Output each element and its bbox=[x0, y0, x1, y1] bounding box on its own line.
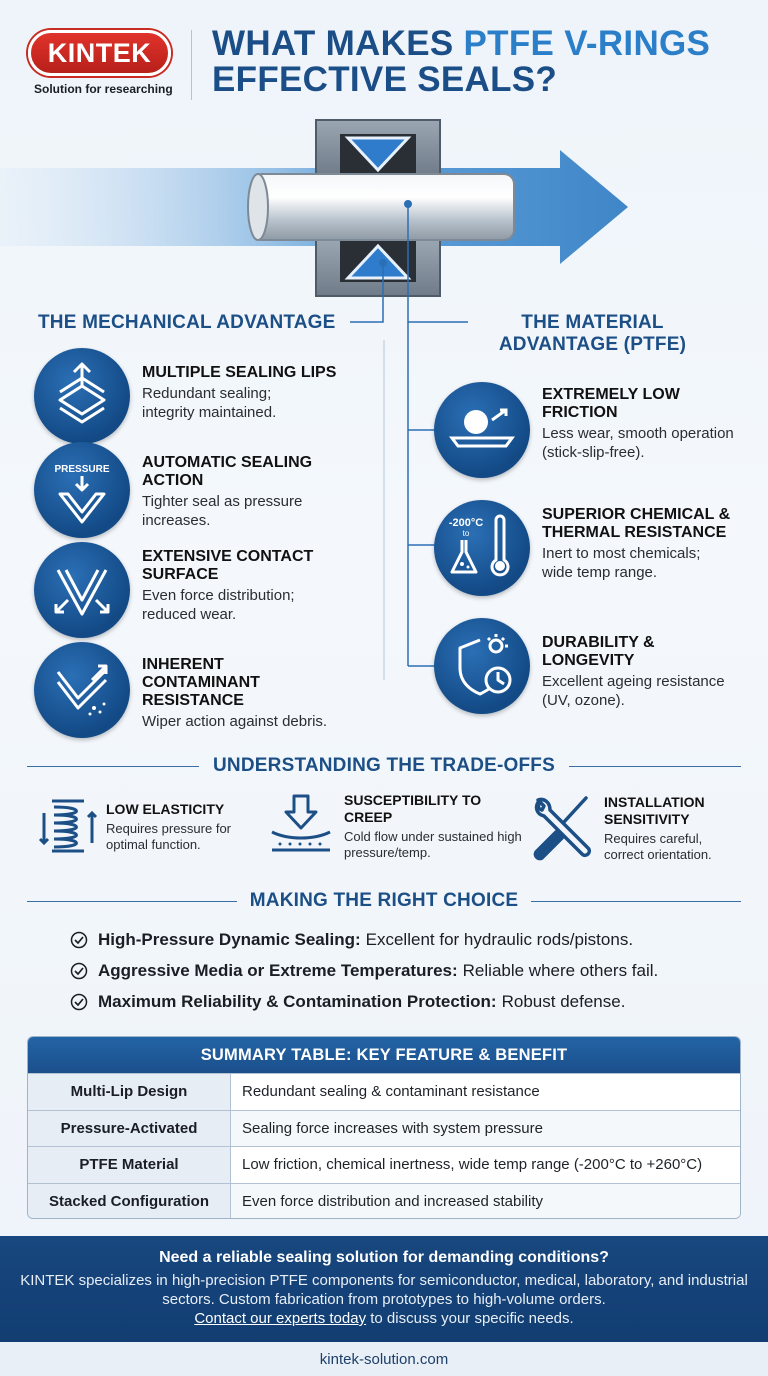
header-divider bbox=[191, 30, 192, 100]
feature-title: DURABILITY & LONGEVITY bbox=[542, 634, 655, 669]
kintek-logo: KINTEK bbox=[28, 30, 171, 76]
table-feature: Stacked Configuration bbox=[28, 1183, 231, 1218]
choice-item: Maximum Reliability & Contamination Prot… bbox=[70, 992, 625, 1012]
choice-text: Excellent for hydraulic rods/pistons. bbox=[365, 930, 634, 949]
table-benefit: Redundant sealing & contaminant resistan… bbox=[242, 1083, 540, 1101]
chemical-thermal-icon: -200°C to bbox=[434, 500, 530, 596]
stacked-lips-icon bbox=[34, 348, 130, 444]
v-ring-top bbox=[344, 136, 412, 173]
choice-text: Robust defense. bbox=[501, 992, 626, 1011]
mechanical-heading: THE MECHANICAL ADVANTAGE bbox=[38, 312, 336, 333]
table-row: Pressure-Activated Sealing force increas… bbox=[28, 1109, 740, 1146]
title-part1: WHAT MAKES bbox=[212, 24, 464, 63]
tools-icon bbox=[533, 796, 592, 861]
summary-table-heading: SUMMARY TABLE: KEY FEATURE & BENEFIT bbox=[28, 1037, 740, 1073]
contact-experts-link[interactable]: Contact our experts today bbox=[194, 1310, 367, 1327]
feature-title: EXTENSIVE CONTACT SURFACE bbox=[142, 548, 314, 583]
tradeoff-title: SUSCEPTIBILITY TO CREEP bbox=[344, 792, 482, 825]
tradeoff-creep: SUSCEPTIBILITY TO CREEP Cold flow under … bbox=[268, 790, 528, 861]
temp-label: -200°C bbox=[449, 517, 483, 529]
table-row: PTFE Material Low friction, chemical ine… bbox=[28, 1146, 740, 1183]
feature-desc: Inert to most chemicals; wide temp range… bbox=[542, 545, 701, 581]
wiper-icon bbox=[34, 642, 130, 738]
connector-lines bbox=[350, 310, 468, 680]
footer-after-link: to discuss your specific needs. bbox=[366, 1310, 574, 1327]
divider-left bbox=[27, 766, 199, 767]
tradeoff-installation: INSTALLATION SENSITIVITY Requires carefu… bbox=[526, 790, 756, 864]
spring-icon bbox=[38, 799, 98, 853]
table-row: Stacked Configuration Even force distrib… bbox=[28, 1182, 740, 1218]
choice-item: Aggressive Media or Extreme Temperatures… bbox=[70, 961, 658, 981]
pressure-label: PRESSURE bbox=[54, 464, 109, 475]
pressure-icon: PRESSURE bbox=[34, 442, 130, 538]
feature-title: INHERENT CONTAMINANT RESISTANCE bbox=[142, 656, 260, 709]
table-feature: Pressure-Activated bbox=[28, 1110, 231, 1146]
feature-desc: Even force distribution; reduced wear. bbox=[142, 587, 295, 623]
tradeoff-low-elasticity: LOW ELASTICITY Requires pressure for opt… bbox=[38, 793, 268, 859]
divider-right bbox=[531, 901, 741, 902]
check-circle-icon bbox=[70, 931, 88, 949]
tradeoff-desc: Requires pressure for optimal function. bbox=[106, 821, 231, 852]
divider-right bbox=[569, 766, 741, 767]
v-ring-bottom bbox=[344, 243, 412, 280]
temp-to-label: to bbox=[463, 529, 470, 538]
logo-tagline: Solution for researching bbox=[34, 82, 173, 96]
feature-automatic-sealing: PRESSURE AUTOMATIC SEALING ACTION Tighte… bbox=[34, 442, 374, 538]
page-title: WHAT MAKES PTFE V-RINGS EFFECTIVE SEALS? bbox=[212, 26, 752, 98]
tradeoffs-heading: UNDERSTANDING THE TRADE-OFFS bbox=[213, 755, 555, 776]
feature-title: AUTOMATIC SEALING ACTION bbox=[142, 454, 313, 489]
feature-durability: DURABILITY & LONGEVITY Excellent ageing … bbox=[434, 618, 764, 714]
title-accent: PTFE V-RINGS bbox=[463, 24, 711, 63]
feature-title: SUPERIOR CHEMICAL & THERMAL RESISTANCE bbox=[542, 506, 731, 541]
feature-desc: Wiper action against debris. bbox=[142, 713, 328, 730]
table-feature: PTFE Material bbox=[28, 1147, 231, 1183]
choice-bold: High-Pressure Dynamic Sealing: bbox=[98, 930, 361, 949]
feature-title: EXTREMELY LOW FRICTION bbox=[542, 386, 680, 421]
choice-heading: MAKING THE RIGHT CHOICE bbox=[249, 890, 519, 911]
table-row: Multi-Lip Design Redundant sealing & con… bbox=[28, 1073, 740, 1110]
choice-text: Reliable where others fail. bbox=[462, 961, 659, 980]
choice-item: High-Pressure Dynamic Sealing:Excellent … bbox=[70, 930, 633, 950]
title-part2: EFFECTIVE SEALS? bbox=[212, 60, 558, 99]
check-circle-icon bbox=[70, 993, 88, 1011]
feature-title: MULTIPLE SEALING LIPS bbox=[142, 364, 337, 381]
durability-shield-icon bbox=[434, 618, 530, 714]
low-friction-icon bbox=[434, 382, 530, 478]
website-url[interactable]: kintek-solution.com bbox=[0, 1342, 768, 1376]
divider-left bbox=[27, 901, 237, 902]
feature-contact-surface: EXTENSIVE CONTACT SURFACE Even force dis… bbox=[34, 542, 374, 638]
feature-contaminant-resistance: INHERENT CONTAMINANT RESISTANCE Wiper ac… bbox=[34, 642, 374, 738]
feature-multiple-lips: MULTIPLE SEALING LIPS Redundant sealing;… bbox=[34, 348, 374, 444]
footer-cta: Need a reliable sealing solution for dem… bbox=[0, 1236, 768, 1376]
choice-bold: Maximum Reliability & Contamination Prot… bbox=[98, 992, 497, 1011]
feature-low-friction: EXTREMELY LOW FRICTION Less wear, smooth… bbox=[434, 382, 764, 478]
feature-chemical-thermal: -200°C to SUPERIOR CHEMICAL & THERMAL RE… bbox=[434, 500, 764, 596]
table-feature: Multi-Lip Design bbox=[28, 1074, 231, 1110]
tradeoff-desc: Cold flow under sustained high pressure/… bbox=[344, 829, 522, 860]
piston-rod bbox=[251, 173, 515, 241]
material-heading: THE MATERIAL ADVANTAGE (PTFE) bbox=[498, 312, 687, 355]
choice-bold: Aggressive Media or Extreme Temperatures… bbox=[98, 961, 458, 980]
logo-text: KINTEK bbox=[47, 37, 152, 68]
tradeoff-title: INSTALLATION SENSITIVITY bbox=[604, 794, 705, 827]
feature-desc: Redundant sealing; integrity maintained. bbox=[142, 385, 277, 421]
check-circle-icon bbox=[70, 962, 88, 980]
footer-body-text: KINTEK specializes in high-precision PTF… bbox=[20, 1272, 748, 1308]
table-benefit: Even force distribution and increased st… bbox=[231, 1183, 740, 1218]
feature-desc: Less wear, smooth operation (stick-slip-… bbox=[542, 425, 734, 461]
feature-desc: Tighter seal as pressure increases. bbox=[142, 493, 303, 529]
footer-body: KINTEK specializes in high-precision PTF… bbox=[0, 1271, 768, 1328]
feature-desc: Excellent ageing resistance (UV, ozone). bbox=[542, 673, 725, 709]
tradeoff-desc: Requires careful, correct orientation. bbox=[604, 831, 712, 862]
contact-surface-icon bbox=[34, 542, 130, 638]
v-ring-diagram bbox=[0, 110, 768, 320]
summary-table: SUMMARY TABLE: KEY FEATURE & BENEFIT Mul… bbox=[27, 1036, 741, 1219]
table-benefit: Sealing force increases with system pres… bbox=[231, 1110, 740, 1146]
creep-icon bbox=[271, 794, 331, 852]
footer-question: Need a reliable sealing solution for dem… bbox=[159, 1249, 609, 1266]
tradeoff-title: LOW ELASTICITY bbox=[106, 801, 225, 817]
table-benefit: Low friction, chemical inertness, wide t… bbox=[242, 1156, 703, 1174]
